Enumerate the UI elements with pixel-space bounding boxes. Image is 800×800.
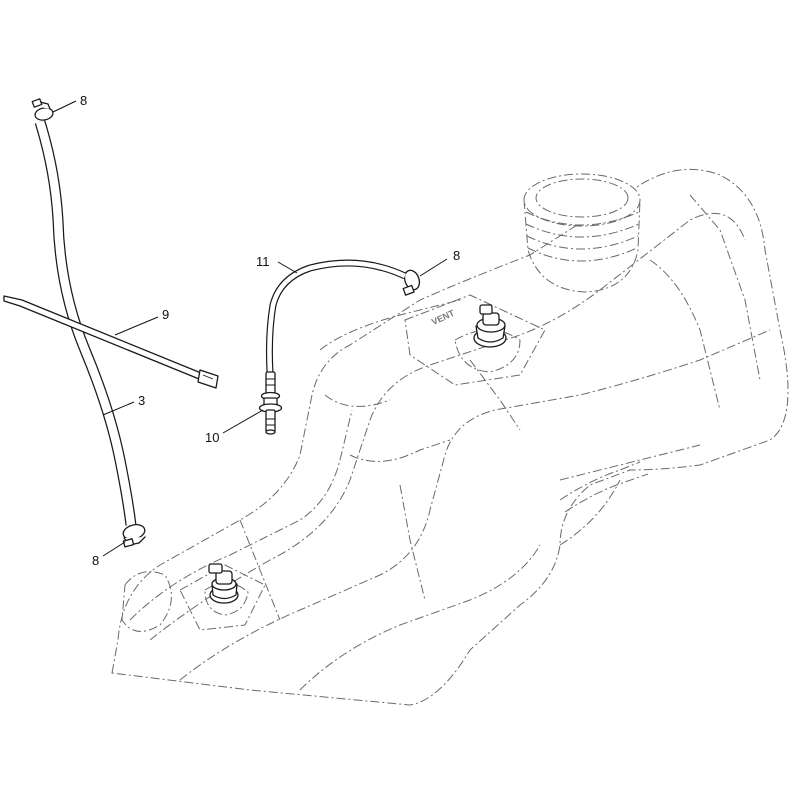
leader-fuel-hose xyxy=(102,401,135,416)
leader-vent-hose xyxy=(277,261,298,274)
leader-lines xyxy=(52,100,448,557)
vent-valve[interactable] xyxy=(258,371,283,435)
callout-cable-tie: 9 xyxy=(162,307,169,322)
leader-clamp-top xyxy=(52,100,77,113)
callout-fuel-hose: 3 xyxy=(138,393,145,408)
fuel-tank-phantom xyxy=(111,168,789,706)
leader-vent-valve xyxy=(222,409,264,434)
hose-clamp-right[interactable] xyxy=(402,268,422,296)
hose-clamp-top[interactable] xyxy=(31,98,54,122)
cable-tie[interactable] xyxy=(3,295,219,389)
callout-labels: 8 11 8 9 3 10 8 xyxy=(80,93,460,568)
tank-vent-port xyxy=(473,304,507,348)
callout-clamp-bottom: 8 xyxy=(92,553,99,568)
callout-vent-hose: 11 xyxy=(256,254,270,269)
callout-clamp-top: 8 xyxy=(80,93,87,108)
tank-vent-embossing: VENT xyxy=(430,308,456,327)
callout-vent-valve: 10 xyxy=(205,430,219,445)
fuel-hose[interactable] xyxy=(34,120,137,526)
hose-clamp-bottom[interactable] xyxy=(122,522,147,548)
leader-clamp-bottom xyxy=(102,541,126,557)
vent-hose[interactable] xyxy=(265,259,407,373)
callout-clamp-right: 8 xyxy=(453,248,460,263)
tank-outlet-port xyxy=(208,563,239,604)
leader-cable-tie xyxy=(114,316,159,336)
leader-clamp-right xyxy=(419,258,448,277)
